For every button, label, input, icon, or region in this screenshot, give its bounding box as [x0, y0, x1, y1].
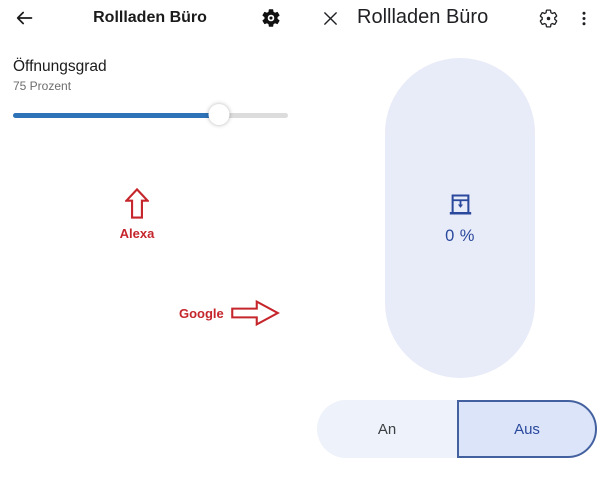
slider-fill — [13, 113, 220, 118]
opening-degree-slider[interactable] — [13, 104, 288, 126]
shade-percent-value: 0 % — [445, 226, 475, 245]
google-annotation-label: Google — [179, 305, 224, 321]
kebab-menu-icon[interactable] — [575, 8, 593, 29]
opening-degree-label: Öffnungsgrad — [13, 58, 107, 75]
up-arrow-icon — [123, 187, 151, 219]
alexa-app-pane: Rollladen Büro Öffnungsgrad 75 Prozent A… — [0, 0, 300, 500]
google-annotation: Google — [179, 299, 280, 327]
page-title: Rollladen Büro — [93, 9, 207, 26]
device-title: Rollladen Büro — [357, 6, 489, 28]
settings-gear-icon[interactable] — [260, 7, 282, 29]
roller-shade-icon — [449, 193, 471, 215]
slider-track[interactable] — [13, 113, 288, 118]
shade-status-pill[interactable]: 0 % — [385, 58, 535, 378]
alexa-annotation: Alexa — [117, 187, 157, 241]
google-home-pane: Rollladen Büro 0 % An Aus — [300, 0, 603, 500]
right-arrow-icon — [230, 299, 280, 327]
back-arrow-icon[interactable] — [14, 8, 34, 28]
toggle-off-button[interactable]: Aus — [457, 400, 597, 458]
toggle-on-button[interactable]: An — [317, 400, 457, 458]
alexa-annotation-label: Alexa — [119, 226, 155, 241]
settings-gear-icon[interactable] — [538, 8, 559, 29]
power-toggle: An Aus — [317, 400, 597, 458]
opening-degree-value: 75 Prozent — [13, 79, 72, 93]
close-x-icon[interactable] — [322, 10, 339, 27]
slider-thumb[interactable] — [208, 104, 230, 125]
